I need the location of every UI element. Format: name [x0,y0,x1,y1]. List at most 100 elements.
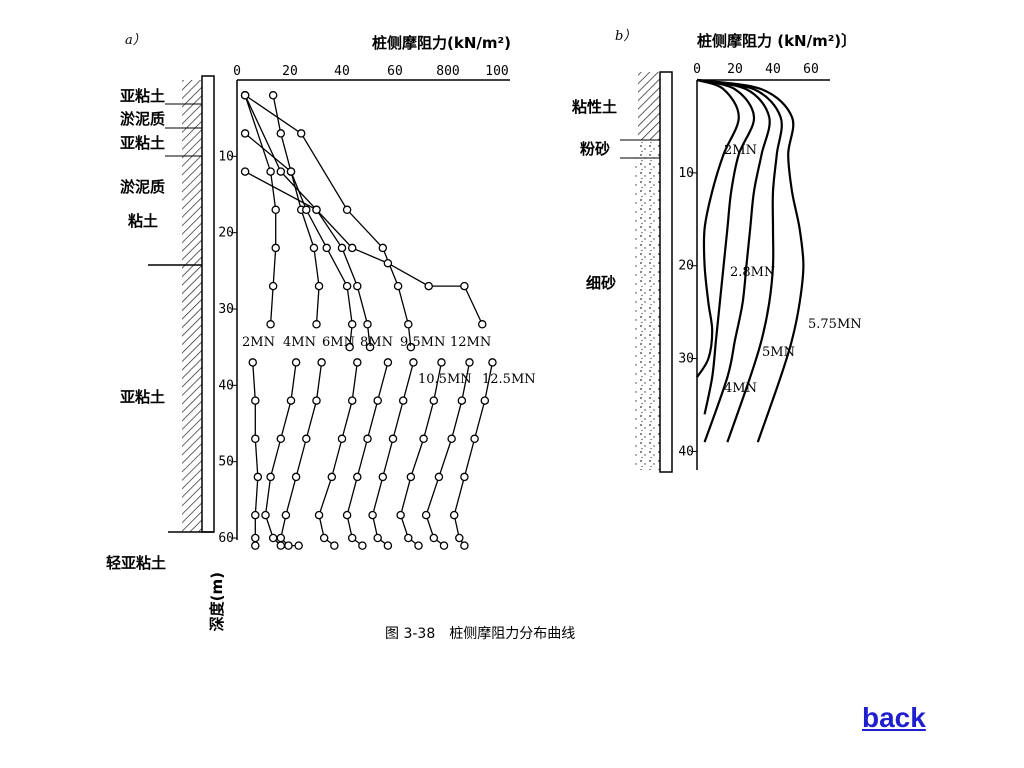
data-point [240,167,250,176]
curve-line [425,362,471,547]
data-point [240,129,250,138]
data-point [309,243,319,253]
data-point [373,396,382,405]
data-point [314,510,324,520]
data-point [248,358,257,367]
data-point [251,434,260,444]
soil-label: 轻亚粘土 [106,554,166,572]
data-point [291,472,301,482]
data-point [421,510,431,520]
curve-line [371,362,415,547]
data-point [353,358,362,367]
data-point [251,510,260,520]
pile-a [201,75,215,533]
series-label: 5MN [762,345,795,360]
curves-b [696,78,805,443]
series-line [696,78,783,443]
data-point [368,510,377,520]
series-label: 10.5MN [418,372,472,387]
data-point [457,396,467,405]
y-tick-label: 30 [678,352,694,367]
data-point [314,281,324,291]
series-line [696,78,805,443]
data-point [345,342,354,352]
data-point [378,243,388,253]
data-point [330,541,339,550]
data-point [240,91,250,100]
data-point [276,541,286,550]
data-point [460,281,469,291]
data-point [342,510,352,520]
soil-label: 淤泥质 [120,178,165,196]
y-tick-label: 10 [678,166,694,181]
data-point [312,396,321,405]
x-tick-label: 20 [727,62,743,77]
data-point [271,205,280,215]
data-point [276,533,286,543]
data-point [322,243,331,253]
back-link[interactable]: back [862,702,926,733]
series-label: 4MN [724,381,757,396]
data-point [353,281,362,291]
series-line [696,78,771,443]
x-tick-label: 800 [436,64,459,79]
soil-label: 亚粘土 [120,134,165,152]
data-point [465,358,474,367]
data-point [460,541,469,550]
data-point [449,510,459,520]
data-point [488,358,497,367]
data-point [342,281,352,291]
data-point [347,243,357,253]
data-point [383,258,393,268]
panel-a-title: 桩侧摩阻力(kN/m²) [372,34,511,52]
data-point [347,396,357,405]
data-point [276,434,286,444]
data-point [319,533,329,543]
data-point [268,281,278,291]
y-tick-label: 40 [678,444,694,459]
silt-sand-b [638,140,660,158]
data-point [404,320,413,329]
y-axis-title: 深度(m) [208,572,226,631]
data-point [363,320,372,329]
x-tick-label: 40 [334,64,350,79]
data-point [294,541,303,550]
series-label: 2MN [242,335,275,350]
data-point [393,281,403,291]
data-point [363,434,372,444]
data-point [429,396,439,405]
x-tick-label: 0 [693,62,701,77]
soil-label: 亚粘土 [120,388,165,406]
data-point [302,205,311,215]
series-label: 5.75MN [808,317,862,332]
data-point [284,541,293,550]
curve-line [399,362,443,547]
fine-sand-b [634,158,660,470]
data-point [296,129,306,138]
panel-a: a） 桩侧摩阻力(kN/m²) 亚粘土 淤泥质 亚粘土 淤泥质 粘土 亚粘土 轻… [106,32,536,631]
data-point [271,243,280,253]
panel-b-title: 桩侧摩阻力 (kN/m²)〕 [697,32,856,50]
data-point [312,205,321,215]
curve-line [318,362,358,547]
data-point [312,320,321,329]
series-label: 2.8MN [730,265,775,280]
soil-hatch-a [182,80,202,532]
y-tick-label: 60 [218,531,234,546]
series-line [696,78,740,378]
data-point [251,533,260,543]
y-tick-label: 40 [218,378,234,393]
data-point [437,358,446,367]
x-tick-label: 0 [233,64,241,79]
data-point [404,533,413,543]
series-line [244,171,483,325]
x-tick-label: 20 [282,64,298,79]
data-point [286,396,296,405]
data-point [327,472,337,482]
data-point [424,281,433,291]
